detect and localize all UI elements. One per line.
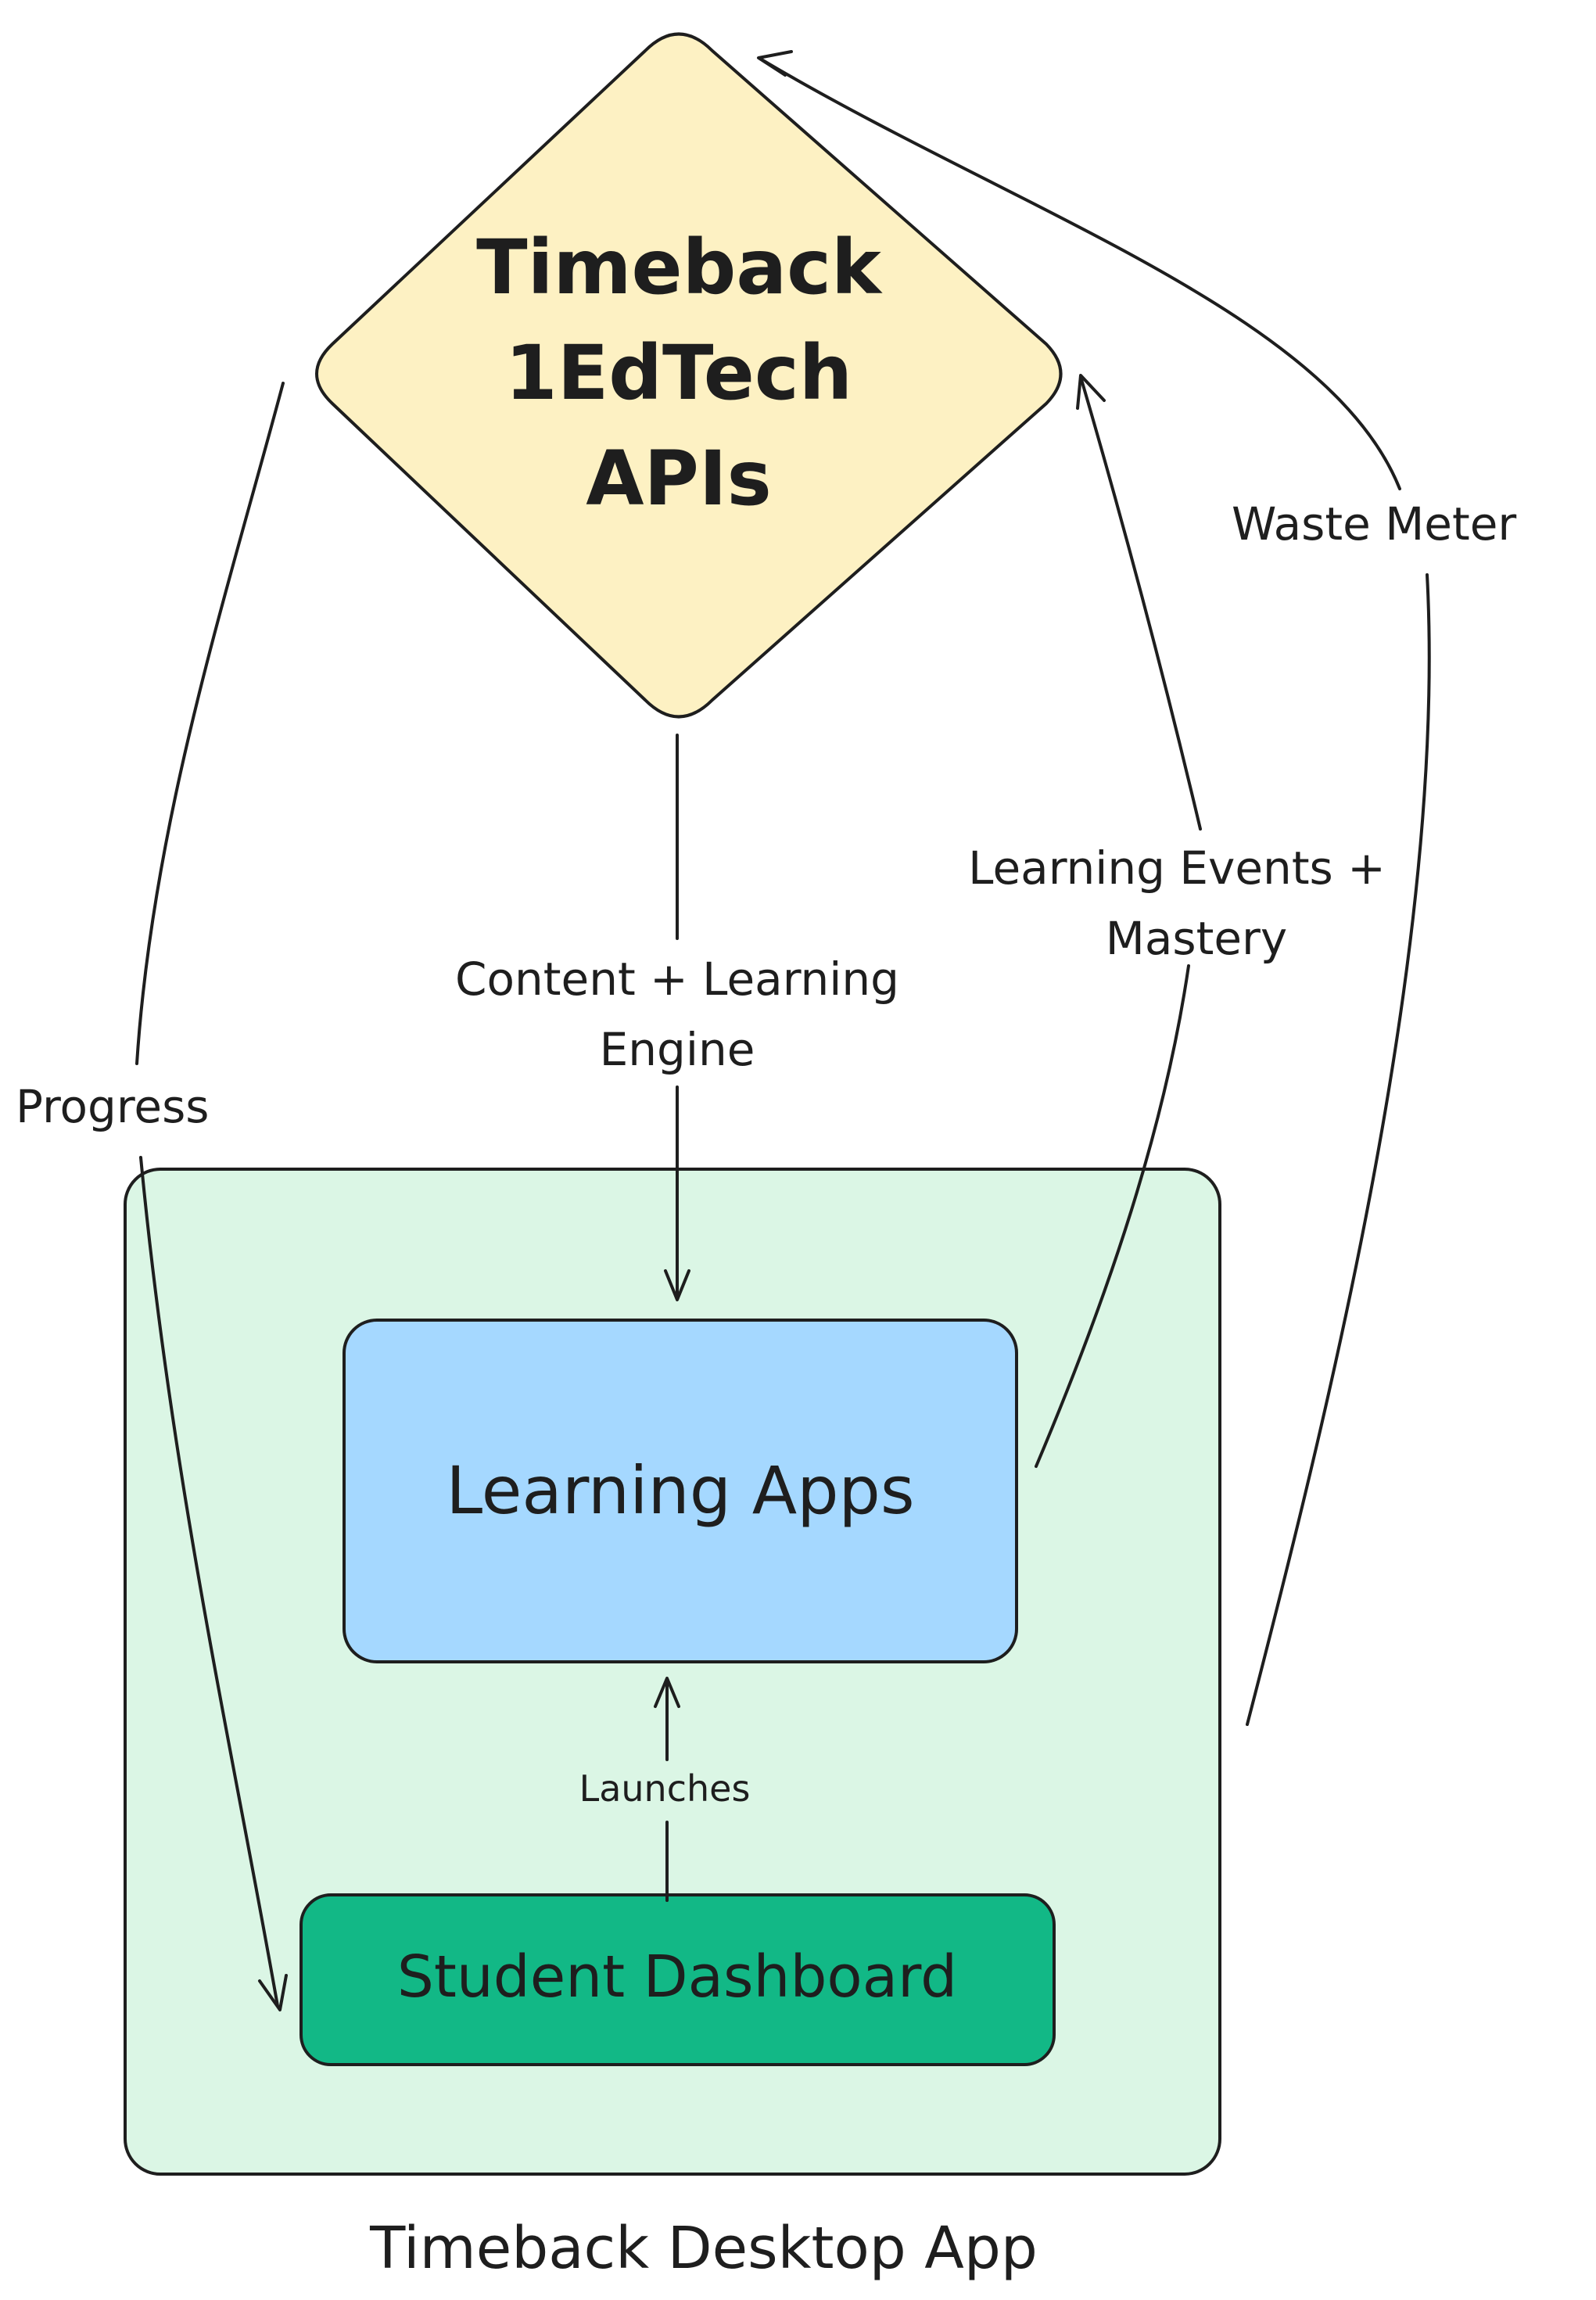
apis-title-line-3: APIs	[586, 435, 772, 522]
launches-arrowhead	[654, 1677, 680, 1708]
events-arrow	[1035, 375, 1202, 1468]
content-edge-label-line-1: Content + Learning	[455, 953, 899, 1006]
progress-arrow	[135, 382, 285, 2008]
learning-apps-box[interactable]	[343, 1319, 1018, 1663]
waste-arrow	[759, 57, 1431, 1726]
content-edge-label-line-2: Engine	[600, 1023, 755, 1076]
launches-edge-label: Launches	[579, 1767, 751, 1810]
progress-arrowhead	[258, 1974, 288, 2011]
apis-title-line-2: 1EdTech	[505, 329, 852, 417]
apis-title-line-1: Timeback	[476, 224, 883, 311]
student-dashboard-label: Student Dashboard	[397, 1943, 957, 2011]
learning-apps-label: Learning Apps	[446, 1452, 914, 1529]
progress-edge-label: Progress	[16, 1080, 210, 1133]
desktop-app-label: Timeback Desktop App	[369, 2215, 1038, 2282]
content-arrowhead	[664, 1269, 690, 1301]
events-arrowhead	[1076, 374, 1106, 410]
waste-arrowhead	[757, 50, 793, 77]
student-dashboard-box[interactable]	[299, 1893, 1056, 2066]
apis-diamond[interactable]	[315, 32, 1063, 719]
events-edge-label-line-1: Learning Events +	[968, 841, 1386, 895]
waste-edge-label: Waste Meter	[1232, 497, 1516, 551]
events-edge-label-line-2: Mastery	[1106, 912, 1287, 965]
